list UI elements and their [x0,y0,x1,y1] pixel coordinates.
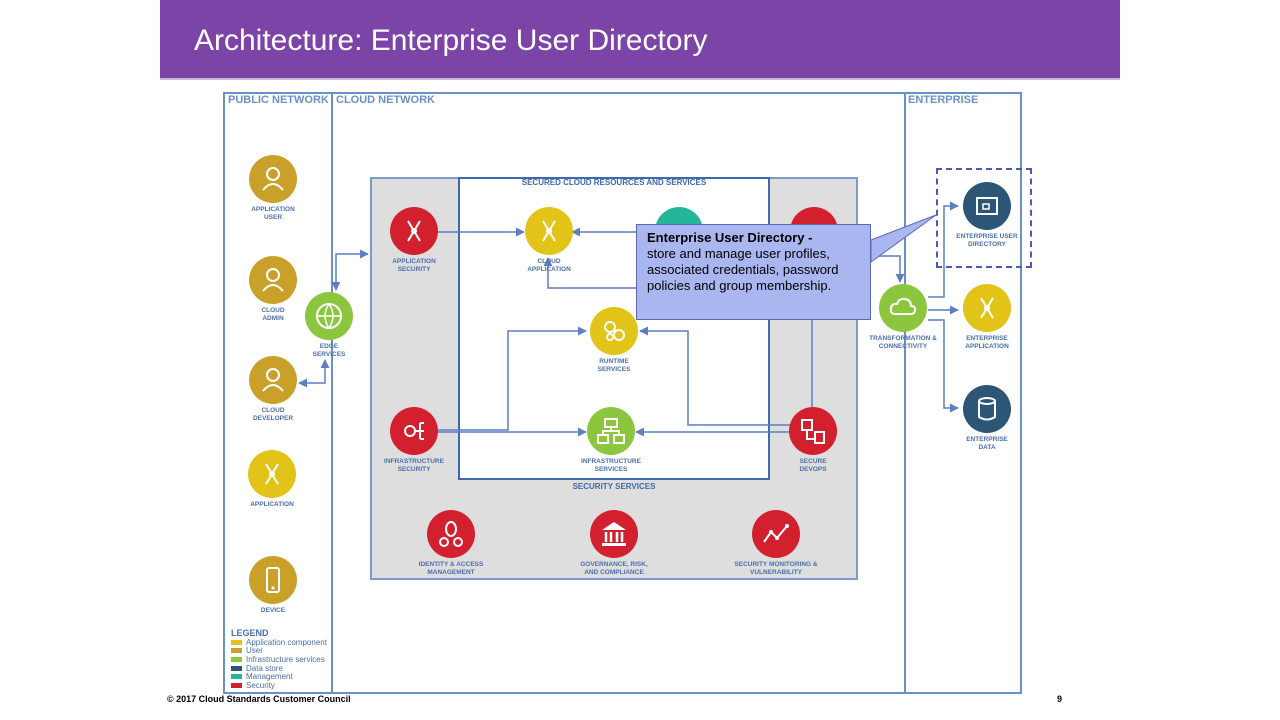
node-label: ENTERPRISE APPLICATION [965,335,1009,350]
node-runtime-services: RUNTIME SERVICES [564,307,664,374]
node-cloud-application: CLOUD APPLICATION [499,207,599,274]
node-label: APPLICATION [250,501,294,508]
node-edge-services: EDGE SERVICES [279,292,379,359]
user-icon [249,155,297,203]
legend-swatch [231,639,242,645]
legend-swatch [231,674,242,680]
fingerprint-icon [427,510,475,558]
legend-label: Data store [246,663,283,673]
globe-icon [305,292,353,340]
enterprise-label: ENTERPRISE [908,94,979,106]
legend-item: Infrastructure services [231,655,327,664]
slide-title: Architecture: Enterprise User Directory [194,24,708,57]
secured-resources-label: SECURED CLOUD RESOURCES AND SERVICES [521,178,707,187]
building-icon [590,510,638,558]
legend-swatch [231,665,242,671]
network-icon [587,407,635,455]
compass-icon [963,284,1011,332]
node-application-security: APPLICATION SECURITY [364,207,464,274]
enterprise-zone [904,92,1022,694]
legend-item: Application component [231,638,327,647]
network-lock-icon [390,407,438,455]
node-application: APPLICATION [222,450,322,509]
node-label: RUNTIME SERVICES [597,358,631,373]
database-icon [963,385,1011,433]
user-icon [249,356,297,404]
node-enterprise-data: ENTERPRISE DATA [937,385,1037,452]
node-infrastructure-services: INFRASTRUCTURE SERVICES [561,407,661,474]
node-governance: GOVERNANCE, RISK, AND COMPLIANCE [564,510,664,577]
monitoring-icon [752,510,800,558]
legend-title: LEGEND [231,628,269,638]
node-label: SECURITY MONITORING & VULNERABILITY [734,561,818,576]
node-label: EDGE SERVICES [312,343,346,358]
legend-label: Infrastructure services [246,654,325,664]
node-label: CLOUD ADMIN [261,307,285,322]
node-label: ENTERPRISE DATA [966,436,1008,451]
node-label: DEVICE [260,607,286,614]
node-application-user: APPLICATION USER [223,155,323,222]
legend-swatch [231,656,242,662]
node-label: CLOUD DEVELOPER [252,407,294,422]
directory-icon [963,182,1011,230]
node-label: TRANSFORMATION & CONNECTIVITY [869,335,937,350]
callout-box: Enterprise User Directory - store and ma… [636,224,871,320]
phone-icon [249,556,297,604]
node-secure-devops: SECURE DEVOPS [763,407,863,474]
legend-label: User [246,646,263,656]
node-identity-access: IDENTITY & ACCESS MANAGEMENT [401,510,501,577]
node-label: APPLICATION USER [251,206,295,221]
compass-icon [525,207,573,255]
cloud-sync-icon [879,284,927,332]
highlight-box [936,168,1032,268]
node-enterprise-application: ENTERPRISE APPLICATION [937,284,1037,351]
security-services-label: SECURITY SERVICES [572,482,656,491]
gears-icon [590,307,638,355]
node-label: IDENTITY & ACCESS MANAGEMENT [418,561,484,576]
node-device: DEVICE [223,556,323,615]
legend-item: Data store [231,664,327,673]
legend: LEGEND Application component User Infras… [231,628,327,690]
legend-label: Application component [246,637,327,647]
node-security-monitoring: SECURITY MONITORING & VULNERABILITY [726,510,826,577]
cloud-network-label: CLOUD NETWORK [336,94,435,106]
title-banner: Architecture: Enterprise User Directory [160,0,1120,80]
legend-label: Management [246,672,293,682]
compass-icon [390,207,438,255]
legend-swatch [231,682,242,688]
legend-item: Security [231,681,327,690]
node-label: SECURE DEVOPS [799,458,827,473]
copyright-footer: © 2017 Cloud Standards Customer Council [167,694,351,704]
devops-icon [789,407,837,455]
legend-label: Security [246,680,275,690]
user-icon [249,256,297,304]
node-label: INFRASTRUCTURE SECURITY [384,458,444,473]
legend-swatch [231,648,242,654]
page-number: 9 [1057,694,1063,704]
node-transformation: TRANSFORMATION & CONNECTIVITY [853,284,953,351]
node-infrastructure-security: INFRASTRUCTURE SECURITY [364,407,464,474]
legend-item: User [231,646,327,656]
node-cloud-admin: CLOUD ADMIN [223,256,323,323]
legend-item: Management [231,672,327,681]
node-label: INFRASTRUCTURE SERVICES [581,458,641,473]
node-enterprise-user-directory: ENTERPRISE USER DIRECTORY [937,182,1037,249]
node-cloud-developer: CLOUD DEVELOPER [223,356,323,423]
compass-icon [248,450,296,498]
node-label: GOVERNANCE, RISK, AND COMPLIANCE [580,561,648,576]
callout-heading: Enterprise User Directory - [647,230,813,245]
callout-body: store and manage user profiles, associat… [647,246,839,293]
node-label: CLOUD APPLICATION [527,258,571,273]
node-label: ENTERPRISE USER DIRECTORY [956,233,1018,248]
node-label: APPLICATION SECURITY [392,258,436,273]
public-network-label: PUBLIC NETWORK [228,94,329,106]
